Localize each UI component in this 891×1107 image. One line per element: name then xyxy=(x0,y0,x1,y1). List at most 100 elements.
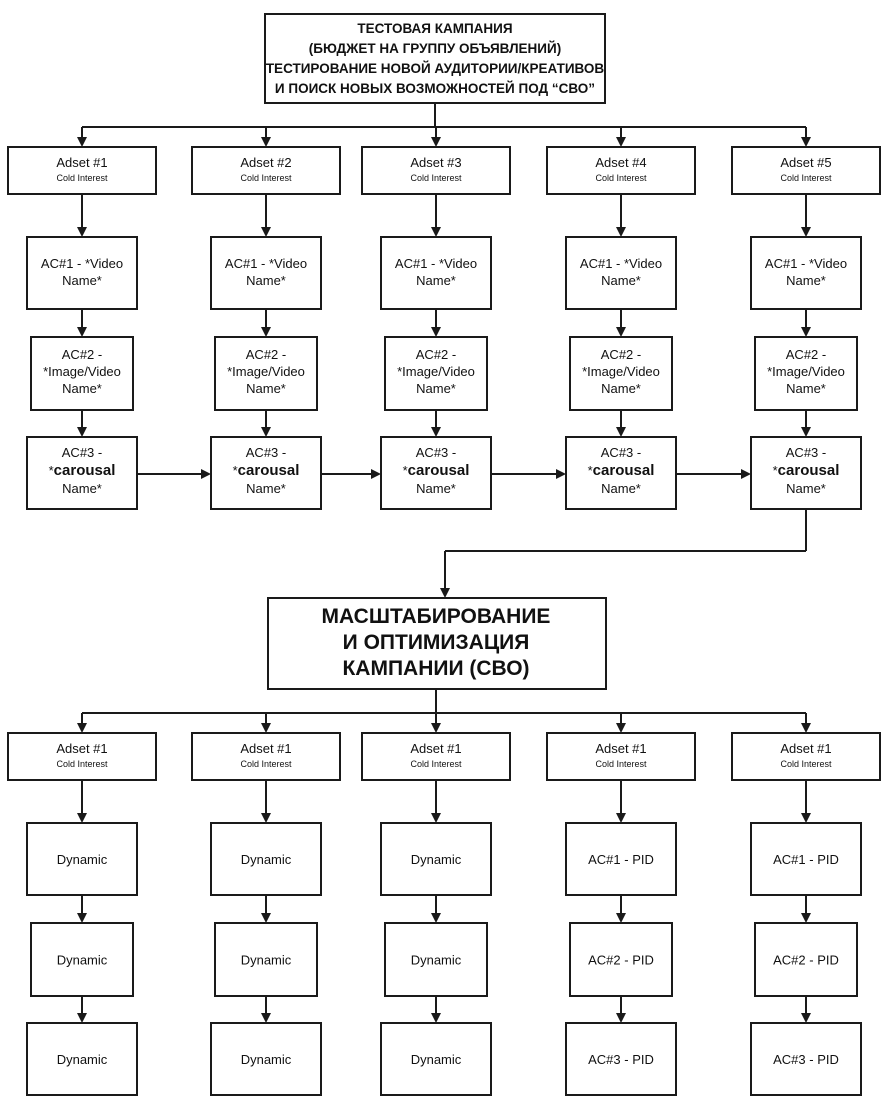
arrow-down-icon xyxy=(261,137,271,147)
arrow-right-icon xyxy=(556,469,566,479)
scale-item-label: Dynamic xyxy=(241,1052,292,1067)
ad-creative-label: *Image/Video xyxy=(227,364,305,379)
ad-creative-label: Name* xyxy=(246,273,286,288)
ad-creative-label: AC#1 - *Video xyxy=(41,256,123,271)
scale-item-label: AC#3 - PID xyxy=(588,1052,654,1067)
ad-creative-format: carousal xyxy=(593,462,655,479)
arrow-down-icon xyxy=(801,427,811,437)
scale-item-label: Dynamic xyxy=(57,1052,108,1067)
arrow-right-icon xyxy=(371,469,381,479)
ad-creative-box xyxy=(210,236,322,310)
ad-creative-label: Name* xyxy=(601,381,641,396)
scale-item-box xyxy=(384,922,488,997)
adset-title: Adset #1 xyxy=(410,741,461,756)
ad-creative-label: AC#2 - xyxy=(62,347,102,362)
ad-creative-label: AC#2 - xyxy=(786,347,826,362)
ad-creative-label: Name* xyxy=(786,381,826,396)
ad-creative-box xyxy=(565,236,677,310)
scale-item-label: AC#2 - PID xyxy=(773,953,839,968)
ad-creative-box xyxy=(26,436,138,510)
arrow-down-icon xyxy=(77,327,87,337)
ad-creative-box xyxy=(26,236,138,310)
arrow-down-icon xyxy=(431,813,441,823)
ad-creative-label: Name* xyxy=(62,481,102,496)
arrow-down-icon xyxy=(261,427,271,437)
arrow-down-icon xyxy=(431,137,441,147)
arrow-down-icon xyxy=(261,913,271,923)
arrow-down-icon xyxy=(431,427,441,437)
scale-item-label: Dynamic xyxy=(57,852,108,867)
ad-creative-format: carousal xyxy=(408,462,470,479)
arrow-down-icon xyxy=(261,327,271,337)
ad-creative-label: *Image/Video xyxy=(43,364,121,379)
ad-creative-label: AC#2 - xyxy=(601,347,641,362)
ad-creative-label: AC#3 - xyxy=(786,445,826,460)
scale-item-box xyxy=(210,1022,322,1096)
arrow-down-icon xyxy=(261,227,271,237)
ad-creative-prefix: * xyxy=(773,463,778,478)
ad-creative-label: *carousal xyxy=(233,462,300,479)
arrow-down-icon xyxy=(801,913,811,923)
scale-item-label: Dynamic xyxy=(241,852,292,867)
adset-box-3 xyxy=(361,146,511,195)
ad-creative-box xyxy=(384,336,488,411)
scale-item-box xyxy=(210,822,322,896)
ad-creative-prefix: * xyxy=(588,463,593,478)
arrow-down-icon xyxy=(616,1013,626,1023)
adset-interest: Cold Interest xyxy=(240,759,292,769)
scale-item-label: Dynamic xyxy=(411,852,462,867)
arrow-down-icon xyxy=(801,723,811,733)
arrow-down-icon xyxy=(77,427,87,437)
scale-item-label: Dynamic xyxy=(411,1052,462,1067)
scale-item-label: Dynamic xyxy=(57,953,108,968)
ad-creative-box xyxy=(210,436,322,510)
arrow-down-icon xyxy=(440,588,450,598)
scale-item-box xyxy=(380,822,492,896)
ad-creative-box xyxy=(380,436,492,510)
adset-title: Adset #1 xyxy=(56,741,107,756)
scale-item-label: AC#1 - PID xyxy=(773,852,839,867)
ad-creative-label: AC#1 - *Video xyxy=(225,256,307,271)
ad-creative-label: Name* xyxy=(416,381,456,396)
ad-creative-label: Name* xyxy=(786,481,826,496)
arrow-down-icon xyxy=(616,427,626,437)
arrow-down-icon xyxy=(77,723,87,733)
test-campaign-title: (БЮДЖЕТ НА ГРУППУ ОБЪЯВЛЕНИЙ) xyxy=(309,41,561,56)
ad-creative-label: Name* xyxy=(416,273,456,288)
arrow-right-icon xyxy=(741,469,751,479)
adset-box-4 xyxy=(546,146,696,195)
arrow-down-icon xyxy=(77,1013,87,1023)
arrow-down-icon xyxy=(431,227,441,237)
ad-creative-label: *carousal xyxy=(773,462,840,479)
arrow-down-icon xyxy=(616,813,626,823)
ad-creative-box xyxy=(380,236,492,310)
arrow-down-icon xyxy=(616,137,626,147)
ad-creative-label: AC#1 - *Video xyxy=(765,256,847,271)
arrow-down-icon xyxy=(616,913,626,923)
ad-creative-label: *Image/Video xyxy=(767,364,845,379)
ad-creative-format: carousal xyxy=(238,462,300,479)
scale-item-box xyxy=(750,822,862,896)
ad-creative-label: AC#3 - xyxy=(416,445,456,460)
arrow-down-icon xyxy=(431,913,441,923)
ad-creative-label: *Image/Video xyxy=(397,364,475,379)
arrow-down-icon xyxy=(77,813,87,823)
ad-creative-label: AC#3 - xyxy=(246,445,286,460)
arrow-down-icon xyxy=(261,723,271,733)
scale-item-box xyxy=(380,1022,492,1096)
ad-creative-label: AC#3 - xyxy=(62,445,102,460)
ad-creative-prefix: * xyxy=(233,463,238,478)
arrow-down-icon xyxy=(431,327,441,337)
ad-creative-label: AC#2 - xyxy=(416,347,456,362)
arrow-down-icon xyxy=(431,1013,441,1023)
scale-item-box xyxy=(569,922,673,997)
scale-adset-box-1 xyxy=(7,732,157,781)
ad-creative-box xyxy=(569,336,673,411)
arrow-down-icon xyxy=(77,913,87,923)
adset-interest: Cold Interest xyxy=(780,759,832,769)
test-campaign-title: ТЕСТОВАЯ КАМПАНИЯ xyxy=(357,21,512,36)
ad-creative-format: carousal xyxy=(778,462,840,479)
scale-item-box xyxy=(754,922,858,997)
scale-item-label: Dynamic xyxy=(411,953,462,968)
scale-item-box xyxy=(565,822,677,896)
